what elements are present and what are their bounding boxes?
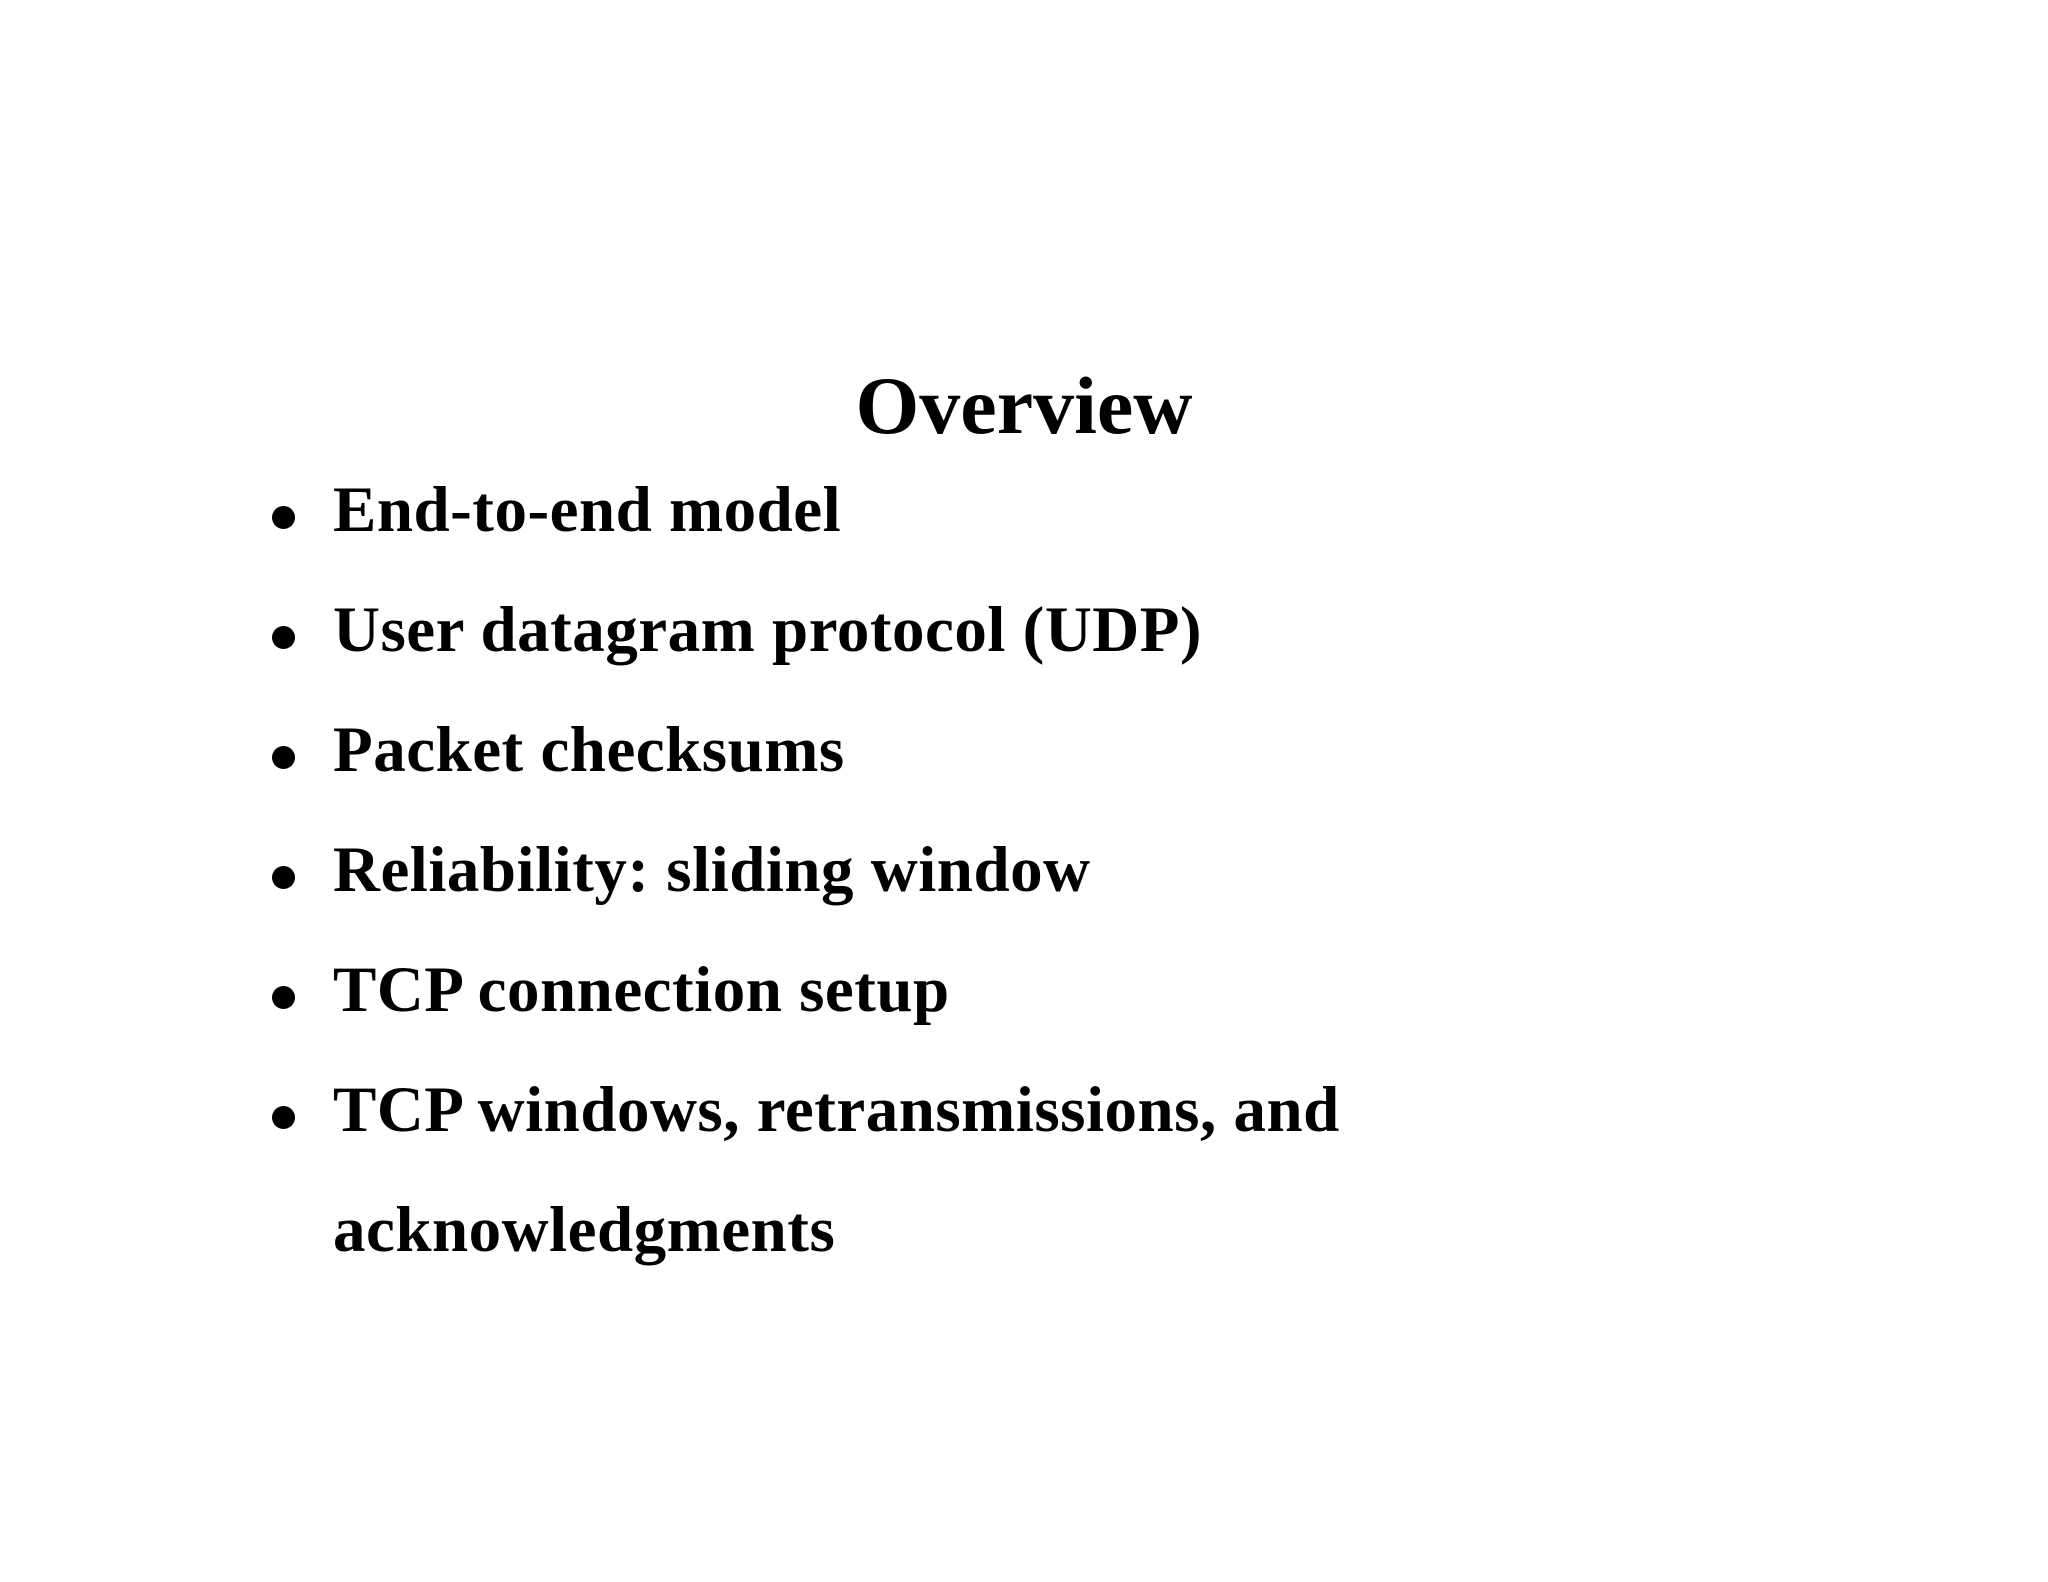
bullet-item-label: Packet checksums (333, 714, 845, 786)
list-item: User datagram protocol (UDP) (272, 570, 1503, 690)
bullet-item-label: TCP windows, retransmissions, and acknow… (333, 1074, 1340, 1266)
list-item: End-to-end model (272, 450, 1503, 570)
bullet-list: End-to-end model User datagram protocol … (272, 450, 1503, 1290)
bullet-item-label: TCP connection setup (333, 954, 950, 1026)
bullet-item-label: Reliability: sliding window (333, 834, 1091, 906)
bullet-item-label: End-to-end model (333, 474, 842, 546)
bullet-icon (272, 866, 295, 889)
bullet-icon (272, 626, 295, 649)
list-item: Packet checksums (272, 690, 1503, 810)
bullet-item-label: User datagram protocol (UDP) (333, 594, 1203, 666)
slide-title: Overview (855, 359, 1193, 451)
list-item: TCP connection setup (272, 930, 1503, 1050)
bullet-icon (272, 986, 295, 1009)
bullet-icon (272, 1106, 295, 1129)
list-item: Reliability: sliding window (272, 810, 1503, 930)
bullet-icon (272, 746, 295, 769)
bullet-icon (272, 506, 295, 529)
list-item: TCP windows, retransmissions, and acknow… (272, 1050, 1503, 1290)
